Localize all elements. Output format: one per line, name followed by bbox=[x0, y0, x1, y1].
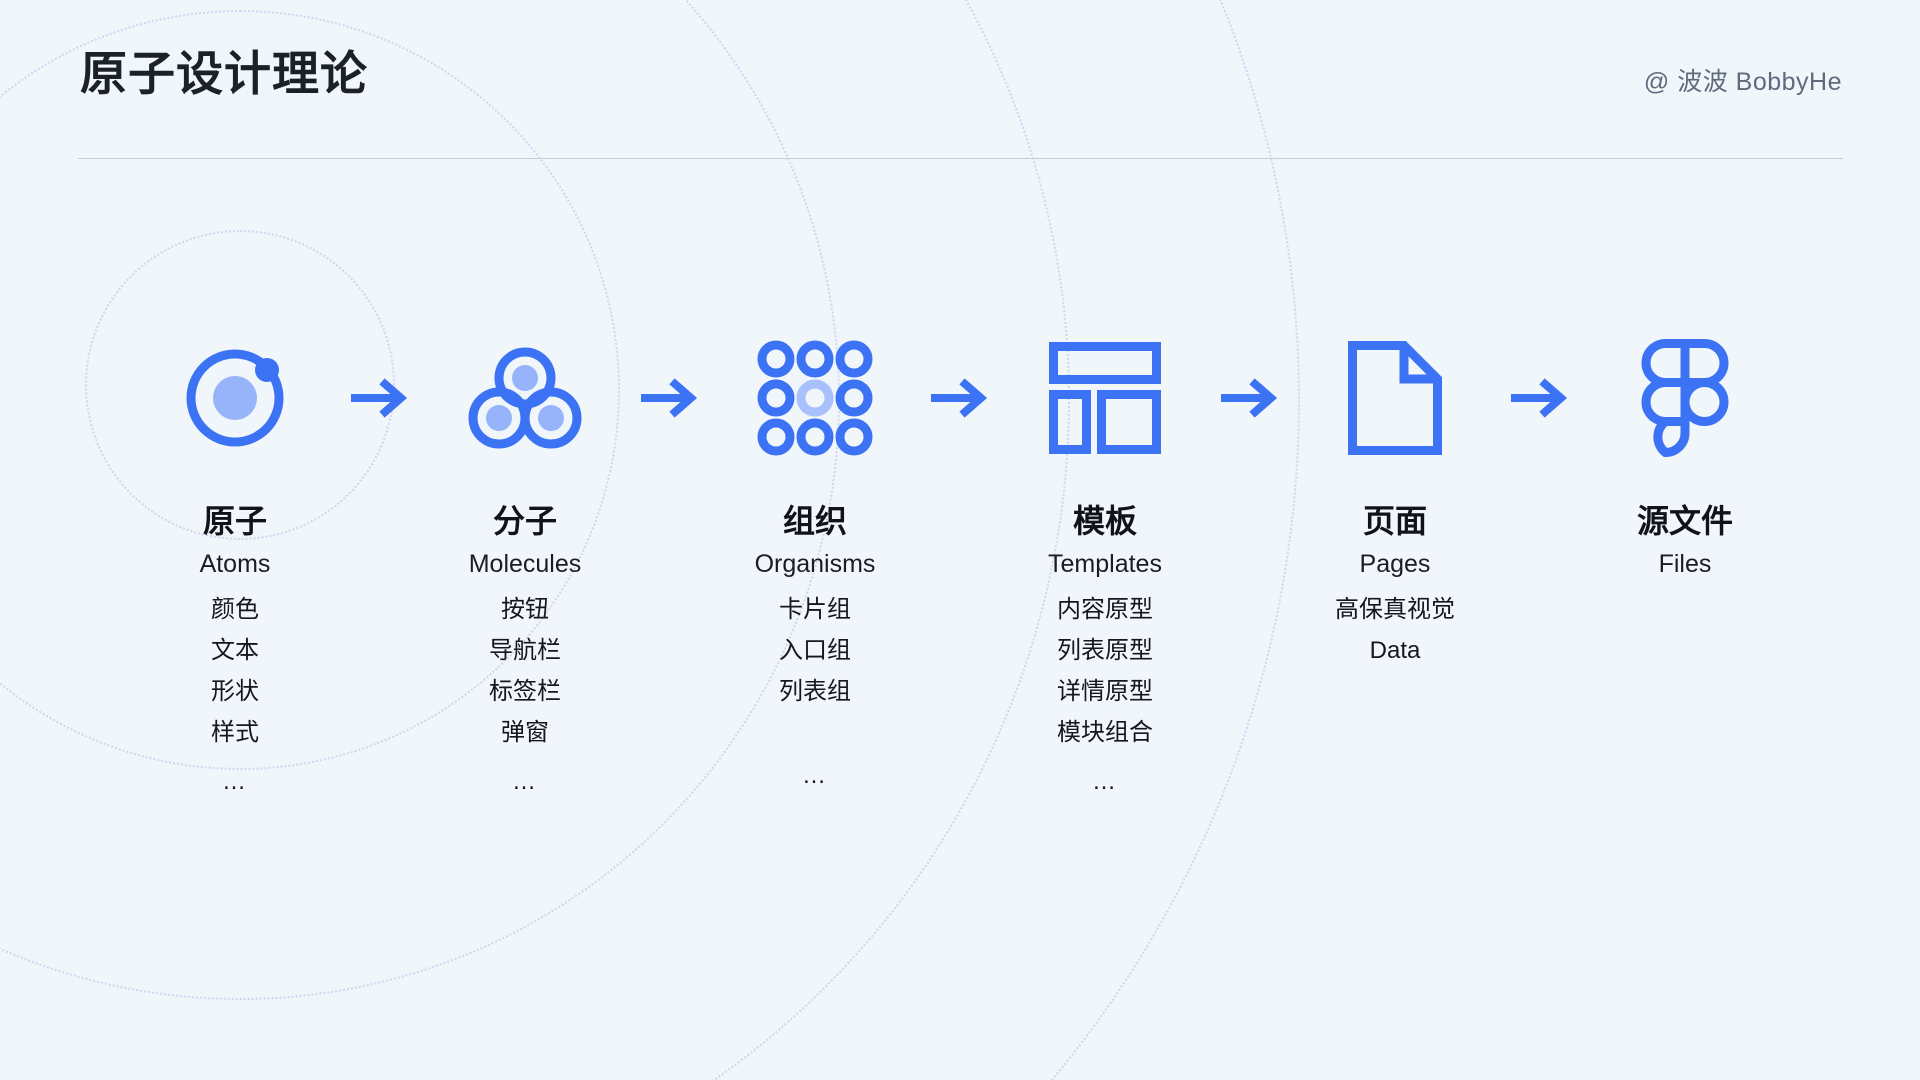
stage-subtitle: Molecules bbox=[468, 550, 582, 578]
header: 原子设计理论 @ 波波 BobbyHe bbox=[0, 0, 1920, 160]
stage-ellipsis: … bbox=[802, 762, 828, 789]
stage-files: 源文件 Files bbox=[1585, 330, 1785, 617]
page-document-icon bbox=[1348, 330, 1442, 465]
atom-icon bbox=[182, 330, 288, 465]
stage-item-list: 高保真视觉 Data bbox=[1335, 595, 1455, 666]
stage-item: 内容原型 bbox=[1057, 596, 1153, 623]
stage-title: 组织 bbox=[782, 503, 847, 539]
arrow-right-icon bbox=[625, 330, 715, 465]
stage-title: 原子 bbox=[202, 503, 267, 539]
stage-title: 模板 bbox=[1072, 503, 1137, 539]
stage-templates: 模板 Templates 内容原型 列表原型 详情原型 模块组合 … bbox=[1005, 330, 1205, 794]
stage-item: 模块组合 bbox=[1057, 719, 1153, 746]
stage-subtitle: Pages bbox=[1359, 550, 1431, 578]
header-divider bbox=[78, 158, 1843, 159]
stage-item: 标签栏 bbox=[489, 678, 561, 705]
molecule-icon bbox=[467, 330, 583, 465]
organism-grid-icon bbox=[757, 330, 873, 465]
stage-item: 列表原型 bbox=[1057, 637, 1153, 664]
stage-subtitle: Templates bbox=[1048, 550, 1162, 578]
stage-ellipsis: … bbox=[222, 768, 248, 795]
stage-item-list: 按钮 导航栏 标签栏 弹窗 bbox=[489, 595, 561, 748]
stage-title: 页面 bbox=[1362, 503, 1427, 539]
stage-atoms: 原子 Atoms 颜色 文本 形状 样式 … bbox=[135, 330, 335, 794]
stage-ellipsis: … bbox=[512, 768, 538, 795]
stage-ellipsis: … bbox=[1092, 768, 1118, 795]
stage-item: 卡片组 bbox=[779, 596, 851, 623]
stage-item: 导航栏 bbox=[489, 637, 561, 664]
stage-item: Data bbox=[1369, 637, 1421, 664]
stage-subtitle: Organisms bbox=[754, 550, 876, 578]
arrow-right-icon bbox=[1205, 330, 1295, 465]
page-title: 原子设计理论 bbox=[80, 47, 368, 100]
stage-item: 列表组 bbox=[779, 678, 851, 705]
stage-item-list: 内容原型 列表原型 详情原型 模块组合 bbox=[1057, 595, 1153, 748]
stage-item: 颜色 bbox=[211, 596, 259, 623]
author-byline: @ 波波 BobbyHe bbox=[1643, 68, 1842, 96]
arrow-right-icon bbox=[1495, 330, 1585, 465]
stage-item: 文本 bbox=[211, 637, 259, 664]
arrow-right-icon bbox=[335, 330, 425, 465]
stage-title: 分子 bbox=[492, 503, 557, 539]
stage-item: 弹窗 bbox=[501, 719, 549, 746]
stage-molecules: 分子 Molecules 按钮 导航栏 标签栏 弹窗 … bbox=[425, 330, 625, 794]
figma-file-icon bbox=[1641, 330, 1729, 465]
stage-item: 详情原型 bbox=[1057, 678, 1153, 705]
stage-pages: 页面 Pages 高保真视觉 Data bbox=[1295, 330, 1495, 688]
stage-subtitle: Files bbox=[1658, 550, 1712, 578]
stage-title: 源文件 bbox=[1636, 503, 1733, 539]
atomic-design-flow: 原子 Atoms 颜色 文本 形状 样式 … 分子 Molec bbox=[0, 330, 1920, 794]
stage-item: 形状 bbox=[211, 678, 259, 705]
stage-item: 高保真视觉 bbox=[1335, 596, 1455, 623]
stage-item: 样式 bbox=[211, 719, 259, 746]
stage-subtitle: Atoms bbox=[199, 550, 271, 578]
stage-organisms: 组织 Organisms 卡片组 入口组 列表组 … bbox=[715, 330, 915, 788]
stage-item: 入口组 bbox=[779, 637, 851, 664]
stage-item-list: 颜色 文本 形状 样式 bbox=[211, 595, 259, 748]
arrow-right-icon bbox=[915, 330, 1005, 465]
stage-item-list: 卡片组 入口组 列表组 bbox=[779, 595, 851, 707]
template-wireframe-icon bbox=[1049, 330, 1161, 465]
stage-item: 按钮 bbox=[501, 596, 549, 623]
